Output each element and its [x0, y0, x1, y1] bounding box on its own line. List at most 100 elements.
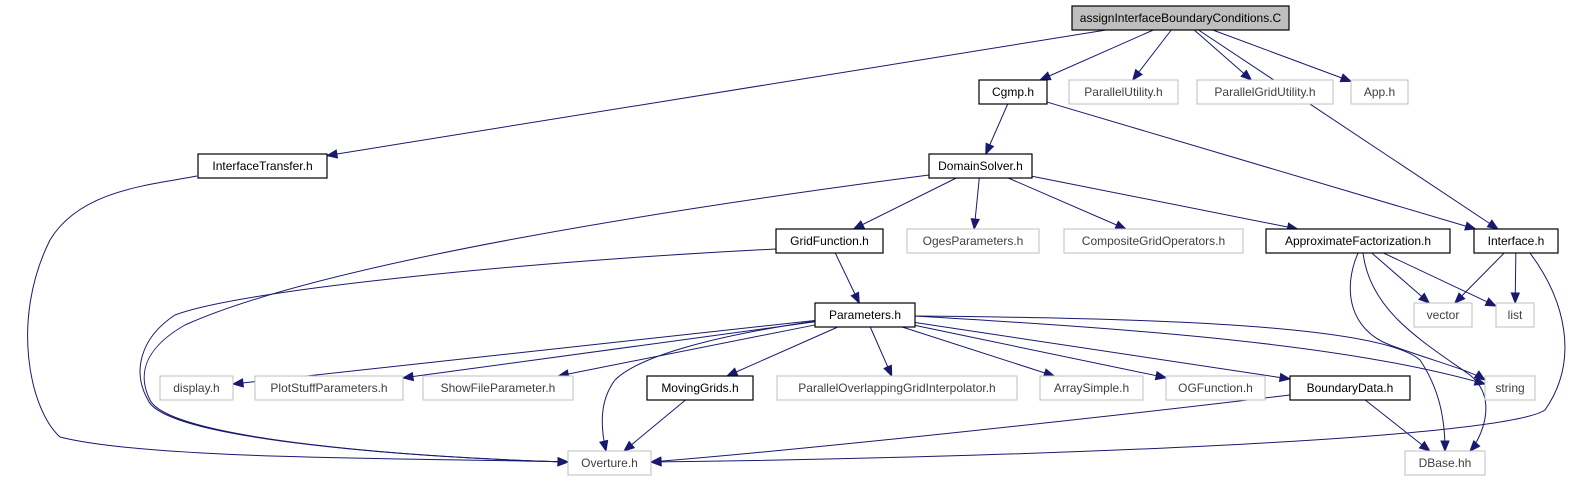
arrowhead	[557, 456, 570, 467]
edge-params-to-display	[231, 319, 816, 388]
node-box[interactable]	[978, 79, 1048, 105]
node-label: DBase.hh	[1419, 456, 1472, 470]
node-cgmp[interactable]: Cgmp.h	[978, 79, 1048, 105]
edge-params-to-plotstuff	[401, 321, 816, 382]
edge-line	[1132, 29, 1172, 81]
node-box	[1196, 79, 1334, 105]
edge-interface-to-vector	[1453, 252, 1505, 304]
node-label: ParallelOverlappingGridInterpolator.h	[798, 381, 995, 395]
node-interface[interactable]: Interface.h	[1473, 228, 1559, 254]
edge-interface-to-list	[1510, 252, 1521, 305]
arrowhead	[649, 456, 662, 466]
node-box[interactable]	[1473, 228, 1559, 254]
arrowhead	[1154, 370, 1168, 381]
node-label: ShowFileParameter.h	[441, 381, 556, 395]
edge-root-to-itrans	[325, 29, 1107, 159]
edge-line	[1031, 175, 1298, 230]
node-box	[776, 375, 1018, 401]
edge-gridfunc-to-params	[834, 252, 860, 305]
edge-root-to-app	[1212, 29, 1353, 83]
edge-domain-to-oges	[970, 177, 980, 231]
node-label: MovingGrids.h	[661, 381, 738, 395]
edge-line	[326, 29, 1107, 157]
node-box	[567, 450, 652, 476]
arrowhead	[1453, 292, 1466, 304]
arrowhead	[1114, 220, 1128, 230]
edge-params-to-arraysimple	[902, 326, 1056, 378]
edge-approx-to-dbase	[1362, 252, 1487, 452]
edge-line	[914, 324, 1167, 379]
arrowhead	[599, 439, 609, 453]
node-label: ApproximateFactorization.h	[1285, 234, 1431, 248]
edge-line	[232, 319, 816, 385]
edge-gridfunc-to-overture	[139, 248, 777, 467]
edge-line	[650, 394, 1291, 463]
node-box[interactable]	[1265, 228, 1451, 254]
edge-approx-to-vector	[1371, 252, 1431, 304]
edge-bdata-to-overture	[649, 394, 1291, 466]
node-overture: Overture.h	[567, 450, 652, 476]
node-root[interactable]: assignInterfaceBoundaryConditions.C	[1071, 5, 1290, 31]
edge-line	[1198, 29, 1499, 230]
node-compgrid: CompositeGridOperators.h	[1063, 228, 1244, 254]
edge-line	[914, 315, 1446, 452]
arrowhead	[1240, 69, 1253, 81]
node-approx[interactable]: ApproximateFactorization.h	[1265, 228, 1451, 254]
node-ogfunc: OGFunction.h	[1165, 375, 1266, 401]
edge-line	[1193, 29, 1252, 81]
dependency-edges	[27, 29, 1566, 467]
edge-approx-to-list	[1383, 252, 1498, 307]
node-box	[254, 375, 404, 401]
node-label: ParallelUtility.h	[1084, 85, 1162, 99]
arrowhead	[231, 378, 244, 388]
node-box[interactable]	[775, 228, 884, 254]
node-box	[1165, 375, 1266, 401]
node-gridfunc[interactable]: GridFunction.h	[775, 228, 884, 254]
dependency-nodes: assignInterfaceBoundaryConditions.C Cgmp.…	[159, 5, 1559, 476]
node-string: string	[1484, 375, 1536, 401]
node-box[interactable]	[1071, 5, 1290, 31]
edge-params-to-bdata	[914, 322, 1292, 383]
node-bdata[interactable]: BoundaryData.h	[1289, 375, 1411, 401]
node-box	[1068, 79, 1179, 105]
arrowhead	[1484, 297, 1498, 307]
node-box[interactable]	[197, 153, 328, 179]
edge-line	[914, 315, 1486, 385]
node-label: GridFunction.h	[790, 234, 869, 248]
node-box[interactable]	[1289, 375, 1411, 401]
node-label: Cgmp.h	[992, 85, 1034, 99]
node-moving[interactable]: MovingGrids.h	[646, 375, 754, 401]
node-itrans[interactable]: InterfaceTransfer.h	[197, 153, 328, 179]
edge-line	[143, 174, 930, 463]
node-box	[1039, 375, 1144, 401]
arrowhead	[1486, 219, 1500, 230]
arrowhead	[1339, 73, 1353, 83]
edge-params-to-ogfunc	[914, 324, 1168, 381]
node-label: BoundaryData.h	[1307, 381, 1394, 395]
arrowhead	[1469, 440, 1481, 452]
arrowhead	[970, 218, 980, 231]
node-label: CompositeGridOperators.h	[1082, 234, 1225, 248]
node-box[interactable]	[928, 153, 1033, 179]
edge-root-to-cgmp	[1038, 29, 1154, 81]
edge-line	[726, 326, 839, 377]
node-box	[1404, 450, 1486, 476]
node-label: Overture.h	[581, 456, 638, 470]
edge-line	[1364, 399, 1431, 452]
node-label: PlotStuffParameters.h	[270, 381, 387, 395]
node-label: assignInterfaceBoundaryConditions.C	[1080, 11, 1282, 25]
node-box	[1063, 228, 1244, 254]
edge-line	[402, 321, 816, 379]
arrowhead	[1038, 71, 1052, 81]
edge-params-to-overture	[599, 320, 817, 453]
edge-line	[650, 252, 1566, 463]
edge-line	[27, 175, 569, 463]
node-label: string	[1495, 381, 1524, 395]
node-box[interactable]	[814, 302, 916, 328]
node-params[interactable]: Parameters.h	[814, 302, 916, 328]
node-box[interactable]	[646, 375, 754, 401]
edge-itrans-to-overture	[27, 175, 570, 467]
arrowhead	[325, 149, 339, 159]
edge-line	[1046, 101, 1476, 230]
node-domain[interactable]: DomainSolver.h	[928, 153, 1033, 179]
